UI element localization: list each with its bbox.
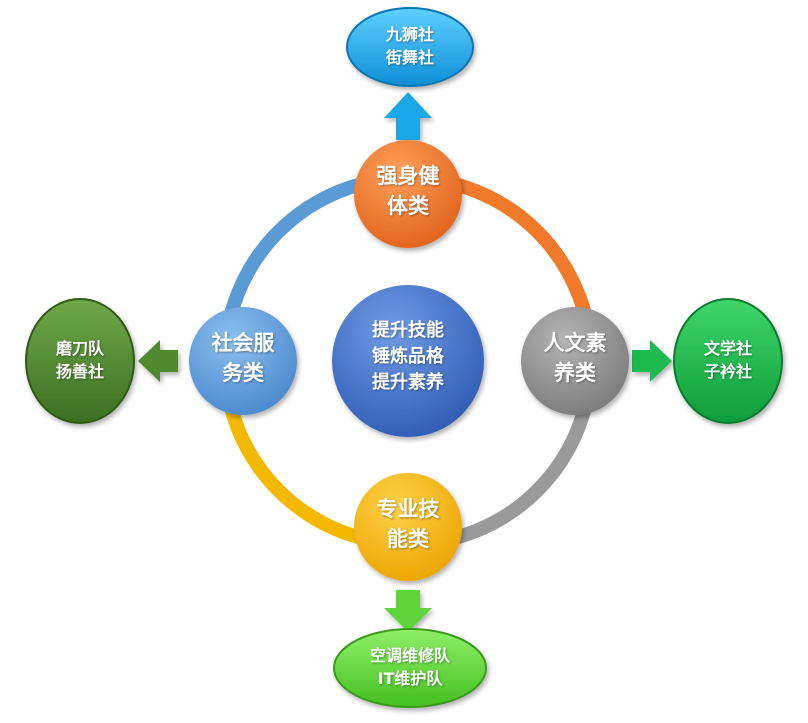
club-right-line-1: 文学社 — [703, 339, 752, 358]
club-left-line-2: 扬善社 — [55, 362, 104, 382]
category-right-line-1: 人文素 — [543, 331, 607, 355]
arrow-right — [632, 340, 672, 382]
club-ellipse-bottom — [333, 628, 487, 708]
category-label-bottom: 专业技 能类 — [348, 494, 468, 555]
category-bottom-line-2: 能类 — [387, 527, 429, 552]
category-label-right: 人文素 养类 — [515, 328, 635, 389]
arrow-up — [384, 92, 432, 140]
club-left-line-1: 磨刀队 — [55, 339, 104, 358]
category-top-line-2: 体类 — [387, 194, 429, 219]
arrow-down — [384, 590, 432, 632]
category-circle-top — [354, 140, 462, 248]
category-bottom-line-1: 专业技 — [376, 497, 440, 521]
club-label-top: 九狮社 街舞社 — [350, 23, 470, 69]
club-bottom-line-2: IT维护队 — [377, 669, 443, 689]
category-top-line-1: 强身健 — [376, 164, 440, 188]
center-line-2: 锤炼品格 — [372, 346, 444, 368]
category-circle-bottom — [354, 473, 462, 581]
category-right-line-2: 养类 — [554, 361, 596, 386]
center-line-3: 提升素养 — [372, 372, 444, 394]
category-circle-left — [189, 307, 297, 415]
arrow-left — [138, 340, 178, 382]
club-right-line-2: 子衿社 — [703, 362, 752, 382]
category-left-line-1: 社会服 — [211, 331, 275, 355]
club-label-right: 文学社 子衿社 — [678, 337, 778, 383]
category-label-top: 强身健 体类 — [348, 161, 468, 222]
club-top-line-1: 九狮社 — [385, 25, 434, 44]
club-label-bottom: 空调维修队 IT维护队 — [345, 644, 475, 690]
center-line-1: 提升技能 — [372, 320, 444, 341]
category-left-line-2: 务类 — [222, 361, 264, 386]
club-label-left: 磨刀队 扬善社 — [30, 337, 130, 383]
category-circle-right — [521, 307, 629, 415]
club-ellipse-left — [25, 298, 135, 424]
center-label: 提升技能 锤炼品格 提升素养 — [343, 318, 473, 396]
club-ellipse-right — [673, 298, 783, 424]
club-bottom-line-1: 空调维修队 — [369, 646, 450, 665]
club-ellipse-top — [346, 7, 474, 87]
center-circle — [332, 285, 484, 437]
club-top-line-2: 街舞社 — [385, 48, 434, 68]
category-label-left: 社会服 务类 — [183, 328, 303, 389]
